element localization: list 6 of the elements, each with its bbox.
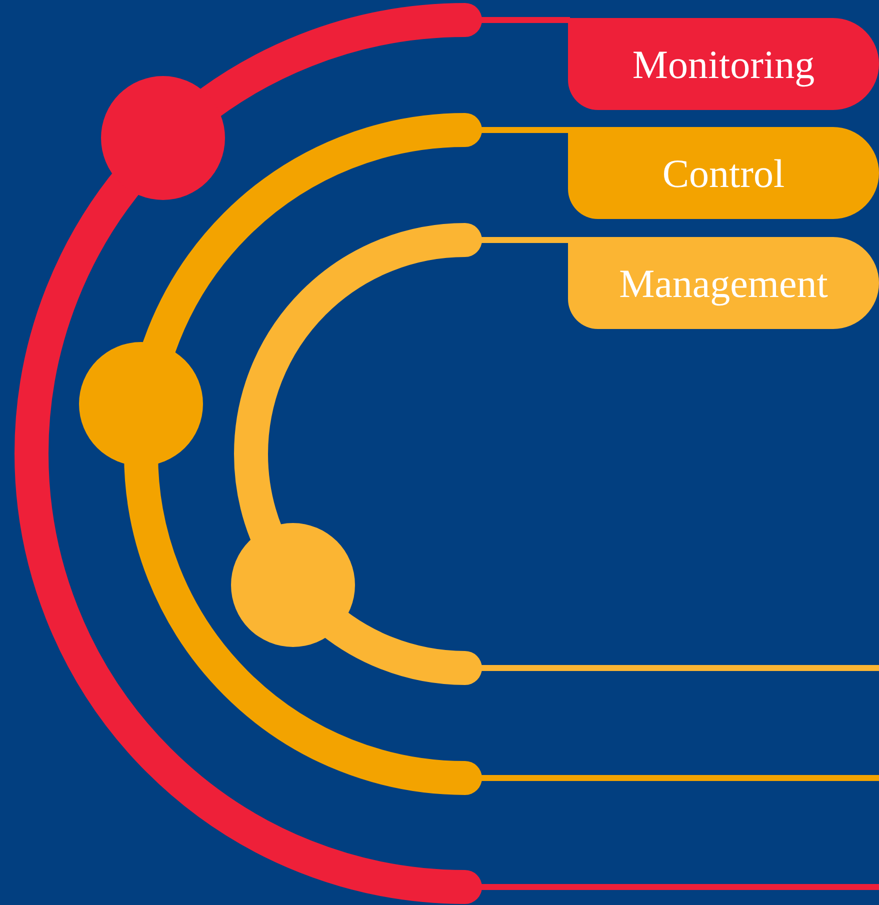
label-pill xyxy=(568,127,879,219)
label-pill xyxy=(568,18,879,110)
pill-label: Management xyxy=(619,260,828,306)
pill-label: Monitoring xyxy=(632,40,815,88)
pill-label: Control xyxy=(662,150,785,196)
label-pill xyxy=(568,237,879,329)
